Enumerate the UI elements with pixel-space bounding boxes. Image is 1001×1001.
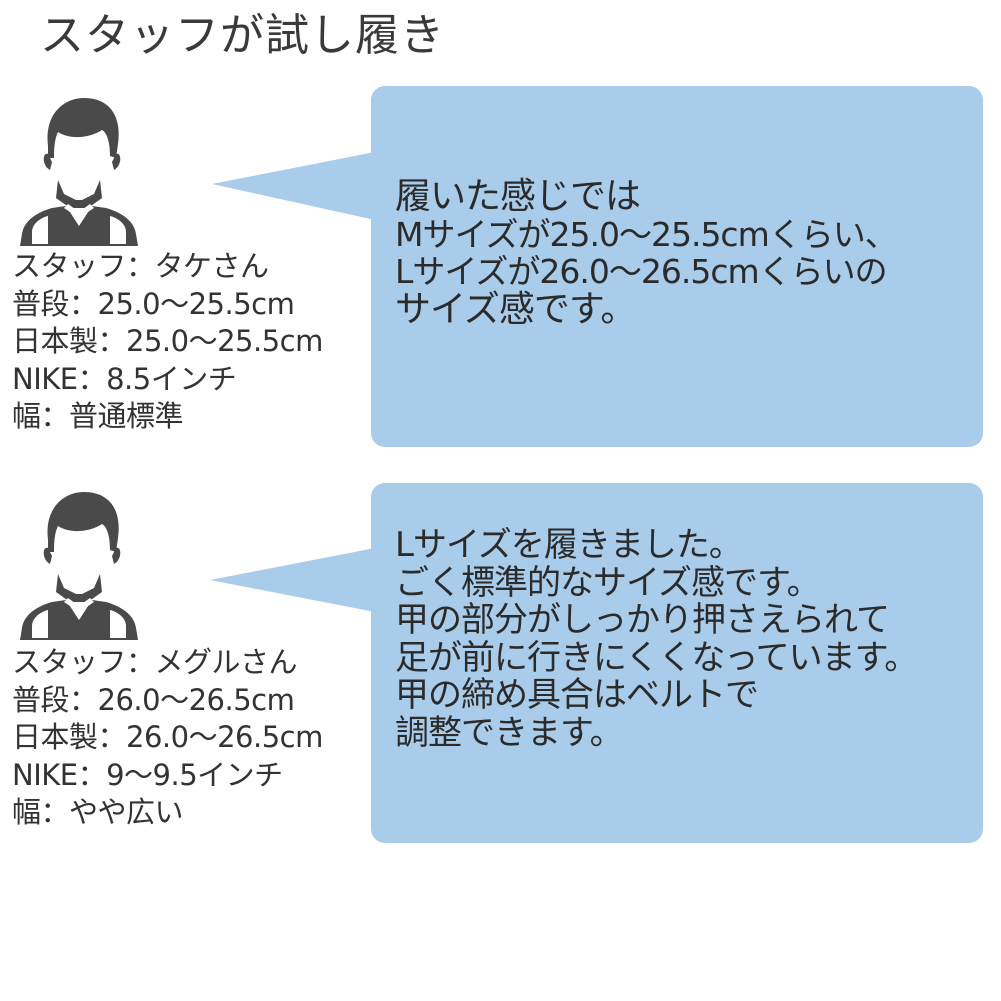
foot-width: 幅：やや広い [12,795,184,829]
page-title: スタッフが試し履き [40,10,445,61]
staff-profile: スタッフ：タケさん 普段：25.0〜25.5cm 日本製：25.0〜25.5cm… [12,248,323,436]
nike-size: NIKE：9〜9.5インチ [12,757,283,792]
speech-bubble-tail [210,548,375,612]
foot-width: 幅：普通標準 [12,399,184,433]
staff-comment: 履いた感じでは Mサイズが25.0〜25.5cmくらい、 Lサイズが26.0〜2… [395,176,898,330]
japan-size: 日本製：26.0〜26.5cm [12,720,323,754]
comment-line: Lサイズを履きました。 [395,525,743,565]
speech-bubble-tail [212,152,375,220]
comment-line: Mサイズが25.0〜25.5cmくらい、 [395,214,898,254]
speech-bubble: 履いた感じでは Mサイズが25.0〜25.5cmくらい、 Lサイズが26.0〜2… [371,86,983,447]
comment-line: 足が前に行きにくくなっています。 [395,637,918,678]
japan-size: 日本製：25.0〜25.5cm [12,324,323,358]
comment-line: 調整できます。 [395,712,624,753]
staff-avatar-icon [20,98,138,246]
comment-line: 甲の締め具合はベルトで [395,675,759,715]
staff-avatar-icon [20,492,138,640]
comment-line: ごく標準的なサイズ感です。 [395,562,821,603]
comment-line: Lサイズが26.0〜26.5cmくらいの [395,252,888,291]
usual-size: 普段：26.0〜26.5cm [12,682,295,717]
speech-bubble: Lサイズを履きました。 ごく標準的なサイズ感です。 甲の部分がしっかり押さえられ… [371,483,983,843]
staff-comment: Lサイズを履きました。 ごく標準的なサイズ感です。 甲の部分がしっかり押さえられ… [395,525,918,753]
comment-line: 履いた感じでは [395,176,641,217]
staff-name: スタッフ：タケさん [12,249,269,283]
comment-line: 甲の部分がしっかり押さえられて [395,600,890,640]
usual-size: 普段：25.0〜25.5cm [12,286,295,321]
comment-line: サイズ感です。 [395,288,636,330]
staff-name: スタッフ：メグルさん [12,645,298,679]
nike-size: NIKE：8.5インチ [12,361,237,396]
staff-profile: スタッフ：メグルさん 普段：26.0〜26.5cm 日本製：26.0〜26.5c… [12,644,323,832]
